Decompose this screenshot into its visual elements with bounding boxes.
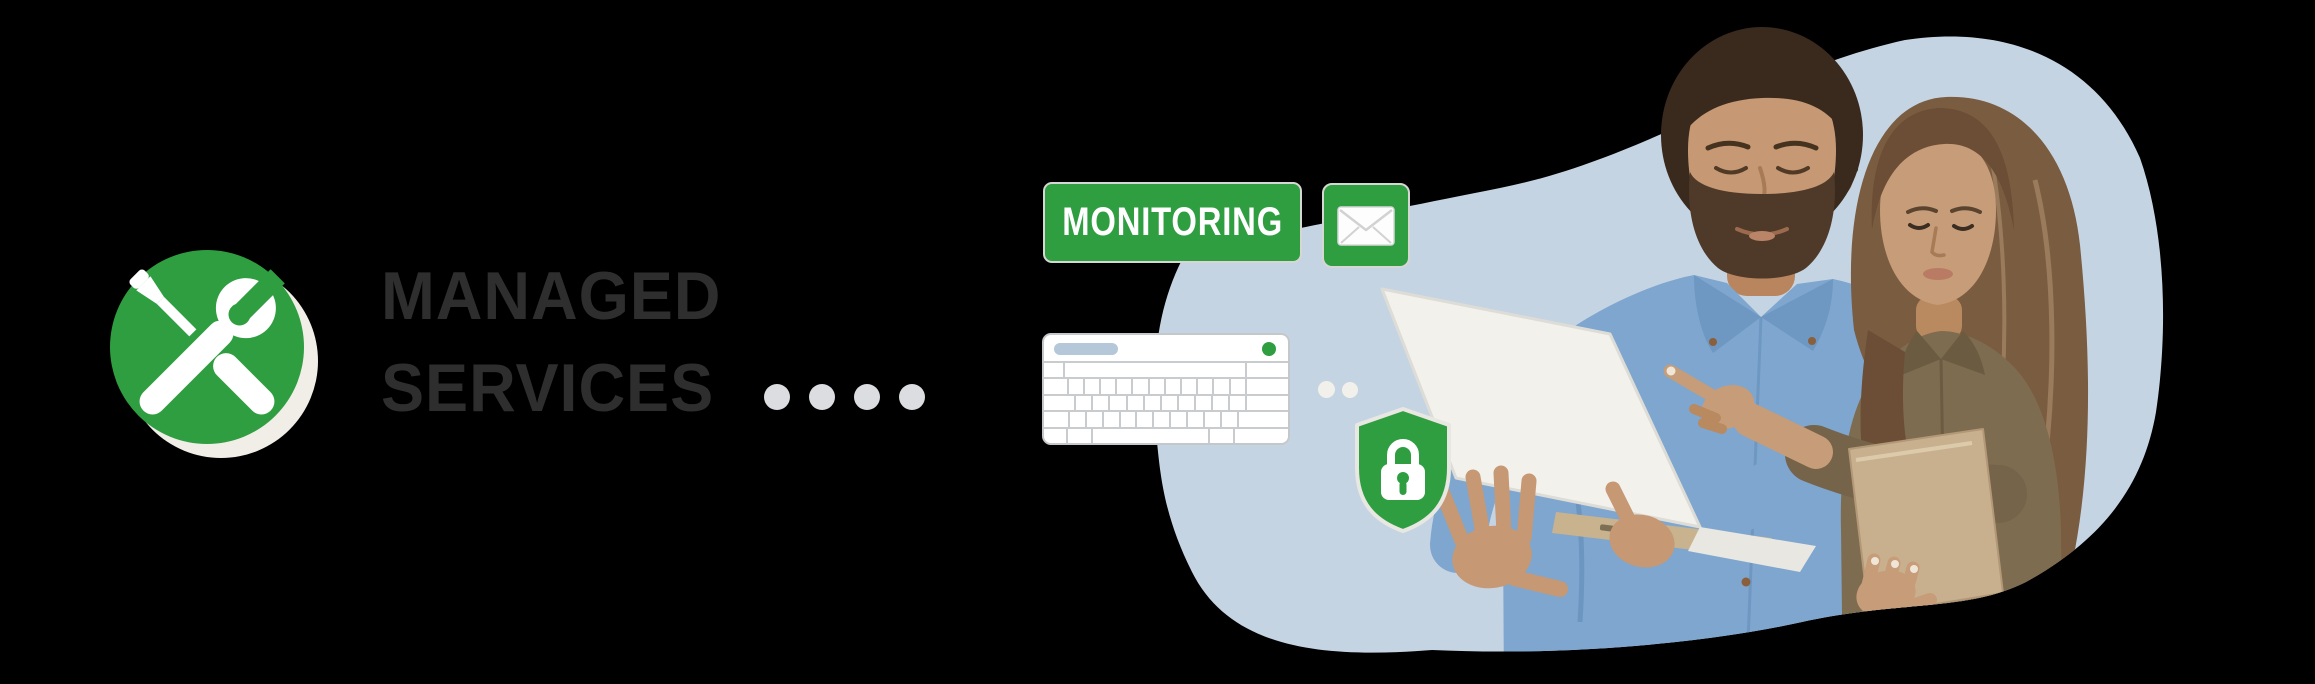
keyboard-key: [1161, 395, 1177, 411]
keyboard-key: [1044, 363, 1064, 378]
mail-envelope-icon: [1337, 205, 1395, 246]
keyboard-key: [1044, 412, 1068, 427]
keyboard-key: [1120, 412, 1136, 427]
page-title-line2: SERVICES: [381, 350, 715, 426]
keyboard-key: [1210, 428, 1233, 443]
keyboard-status-dot: [1262, 342, 1276, 356]
keyboard-key: [1117, 379, 1132, 394]
page-title: MANAGED SERVICES: [381, 250, 721, 434]
keyboard-key: [1103, 412, 1119, 427]
keyboard-key: [1076, 395, 1092, 411]
keyboard-label-pill: [1054, 343, 1118, 355]
monitoring-badge-label: MONITORING: [1062, 200, 1283, 244]
keyboard-key: [1154, 412, 1170, 427]
keyboard-key: [1044, 379, 1067, 394]
keyboard-key: [1084, 379, 1100, 394]
connector-dot: [1342, 382, 1358, 398]
keyboard-key: [1182, 379, 1197, 394]
keyboard-key: [1068, 428, 1091, 443]
keyboard-key: [1246, 379, 1288, 394]
keyboard-key: [1178, 395, 1194, 411]
dot: [809, 384, 835, 410]
keyboard-spacebar: [1092, 428, 1209, 443]
keyboard-key: [1110, 395, 1126, 411]
keyboard-key: [1044, 395, 1075, 411]
title-dots: [764, 384, 925, 410]
keyboard-key: [1171, 412, 1187, 427]
keyboard-key: [1101, 379, 1116, 394]
tools-badge: [110, 250, 304, 444]
keyboard-key: [1238, 412, 1288, 427]
keyboard-key: [1069, 412, 1085, 427]
tools-icon: [129, 269, 285, 415]
keyboard-key: [1068, 379, 1083, 394]
keyboard-key: [1044, 428, 1067, 443]
keyboard-key: [1198, 379, 1213, 394]
keyboard-key: [1065, 363, 1246, 378]
keyboard-key: [1149, 379, 1164, 394]
page-title-line1: MANAGED: [381, 258, 722, 334]
photo-two-people: [1380, 27, 2089, 653]
keyboard-key: [1222, 412, 1237, 427]
dot: [899, 384, 925, 410]
keyboard-key: [1188, 412, 1204, 427]
keyboard-key: [1137, 412, 1153, 427]
connector-dot: [1318, 381, 1335, 398]
mail-badge: [1322, 183, 1410, 268]
keyboard-key: [1144, 395, 1160, 411]
monitoring-badge: MONITORING: [1043, 182, 1302, 263]
keyboard-topbar: [1044, 335, 1288, 361]
keyboard-key: [1230, 395, 1246, 411]
keyboard-key: [1230, 379, 1245, 394]
keyboard-key: [1214, 379, 1229, 394]
keyboard-key: [1205, 412, 1220, 427]
keyboard-key: [1165, 379, 1181, 394]
dot: [854, 384, 880, 410]
keyboard-keys: [1044, 361, 1288, 443]
keyboard-key: [1247, 363, 1288, 378]
keyboard-key: [1093, 395, 1109, 411]
keyboard-key: [1213, 395, 1229, 411]
keyboard-key: [1086, 412, 1102, 427]
man-hands: [1433, 465, 1675, 597]
keyboard-illustration: [1042, 333, 1290, 445]
keyboard-key: [1247, 395, 1288, 411]
keyboard-key: [1234, 428, 1288, 443]
keyboard-key: [1127, 395, 1143, 411]
keyboard-key: [1133, 379, 1148, 394]
dot: [764, 384, 790, 410]
keyboard-key: [1195, 395, 1212, 411]
shield-lock-icon: [1355, 407, 1451, 533]
